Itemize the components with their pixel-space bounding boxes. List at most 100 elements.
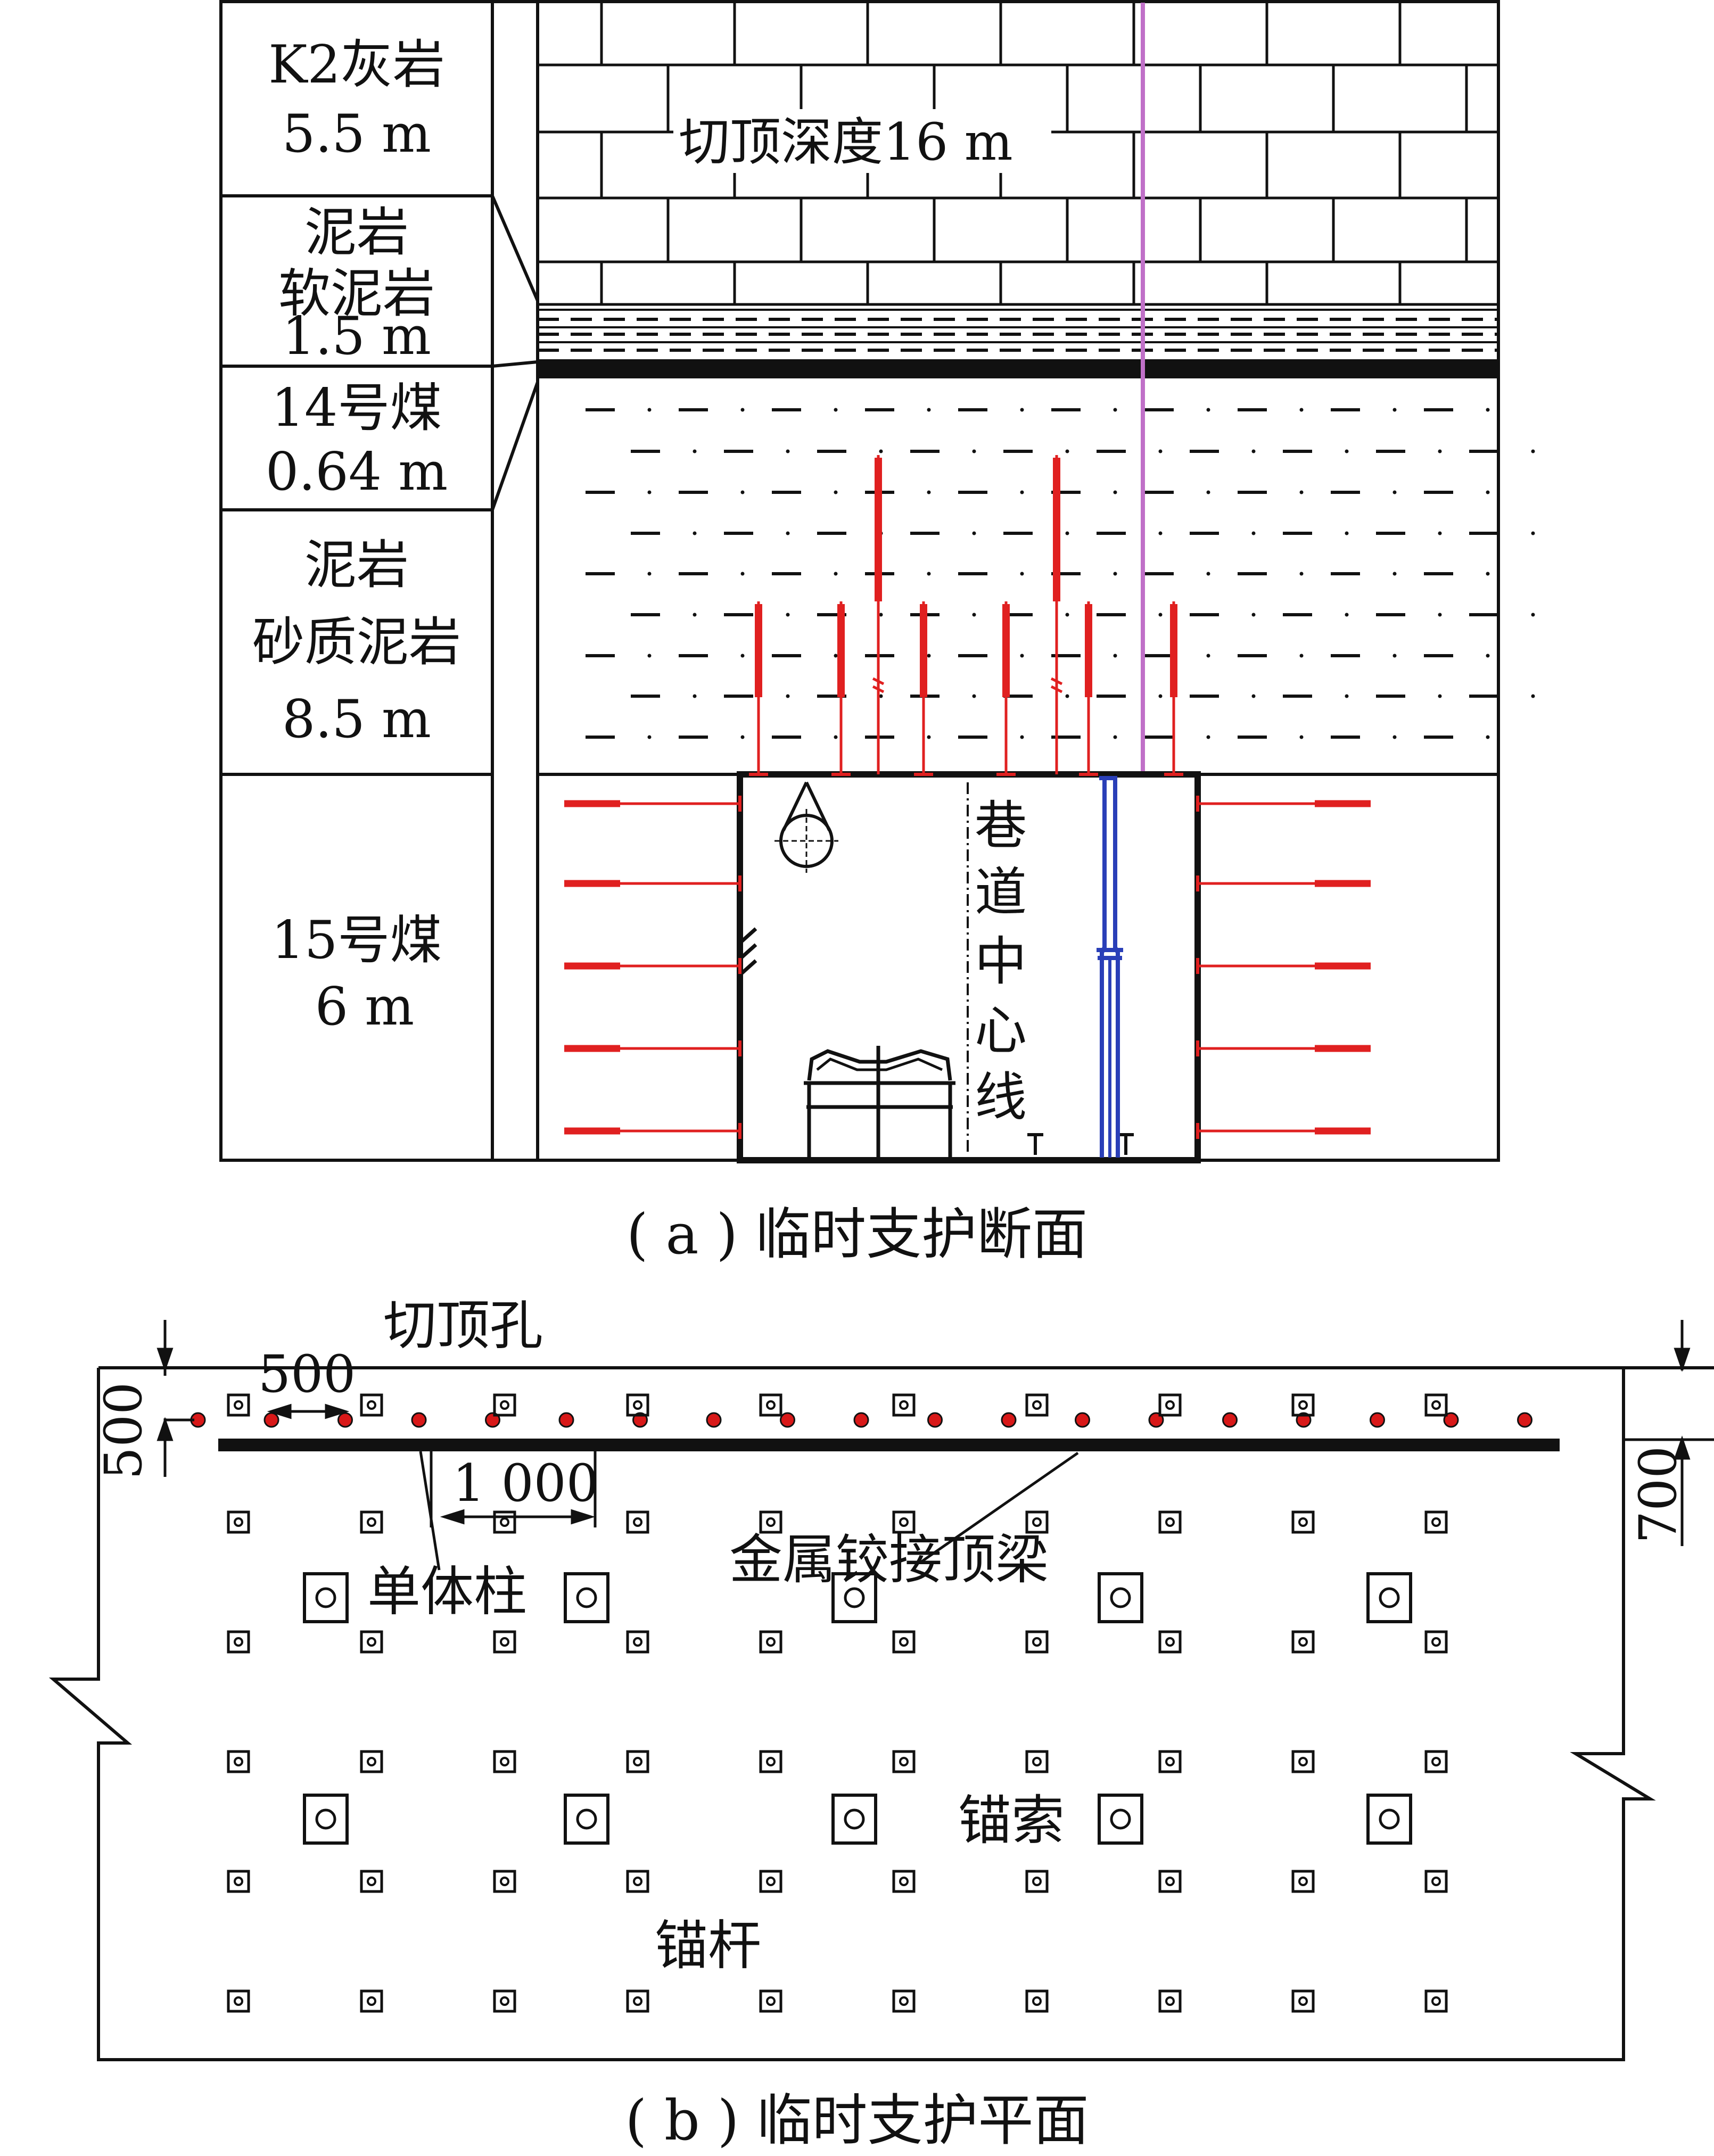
rib-bolt-left-2 — [564, 875, 741, 891]
svg-text:巷: 巷 — [975, 796, 1027, 856]
bolt-top-8 — [1291, 1393, 1315, 1417]
bolt-label: 锚杆 — [655, 1914, 761, 1977]
roof-bolt-1 — [749, 601, 768, 776]
plan-caption: ( b ) 临时支护平面 — [625, 2088, 1089, 2153]
section-view: K2灰岩 5.5 m 泥岩 软泥岩 1.5 m 14号煤 0.64 m 泥岩 砂… — [219, 0, 1535, 1267]
bolt-top-6 — [1025, 1393, 1049, 1417]
rib-bolt-right-5 — [1196, 1123, 1371, 1139]
roof-bolt-2 — [831, 601, 851, 776]
bolt-r0-c2 — [493, 1510, 516, 1534]
bolt-r3-c1 — [360, 1870, 383, 1893]
bolt-r0-c9 — [1424, 1510, 1448, 1534]
vent-duct-icon — [774, 781, 838, 873]
rib-bolt-right-3 — [1196, 958, 1371, 974]
cable-r1-c1 — [564, 1794, 609, 1845]
cut-hole-16 — [1370, 1412, 1385, 1428]
stratum-5-name: 15号煤 — [271, 910, 442, 971]
bolt-r0-c0 — [227, 1510, 250, 1534]
cable-label: 锚索 — [958, 1789, 1065, 1852]
cut-hole-18 — [1517, 1412, 1532, 1428]
stratum-1-thickness: 5.5 m — [282, 104, 431, 164]
stratum-4-name: 泥岩 — [304, 535, 409, 596]
bolt-top-4 — [759, 1393, 782, 1417]
stratum-5-thickness: 6 m — [315, 977, 414, 1037]
bolt-r4-c7 — [1158, 1989, 1182, 2013]
bolt-r2-c1 — [360, 1750, 383, 1773]
rib-bolt-left-3 — [564, 958, 741, 974]
bolt-r0-c8 — [1291, 1510, 1315, 1534]
bolt-r3-c6 — [1025, 1870, 1049, 1893]
rail-icon — [1027, 1133, 1134, 1155]
prop-label: 单体柱 — [367, 1560, 527, 1623]
cable-r1-c0 — [303, 1794, 349, 1845]
bolt-r1-c8 — [1291, 1630, 1315, 1654]
centerline-label: 巷 道 中 心 线 — [975, 796, 1027, 1128]
conveyor-icon — [804, 1046, 955, 1158]
roof-bolt-5 — [1079, 601, 1098, 776]
anchor-bolts — [227, 1393, 1448, 2013]
bolt-r3-c2 — [493, 1870, 516, 1893]
soft-mudstone-layer — [538, 303, 1498, 352]
bolt-r3-c0 — [227, 1870, 250, 1893]
stratum-3-thickness: 0.64 m — [266, 442, 448, 502]
bolt-r4-c0 — [227, 1989, 250, 2013]
bolt-r4-c5 — [892, 1989, 916, 2013]
roof-bolts — [749, 455, 1183, 776]
dim-hole-spacing: 500 — [258, 1344, 356, 1404]
bolt-r0-c5 — [892, 1510, 916, 1534]
rib-bolt-left-4 — [564, 1040, 741, 1056]
roof-bolt-3 — [914, 601, 933, 776]
bolt-r0-c1 — [360, 1510, 383, 1534]
bolt-r1-c2 — [493, 1630, 516, 1654]
bolt-top-7 — [1158, 1393, 1182, 1417]
cut-holes — [190, 1412, 1532, 1428]
bolt-r3-c9 — [1424, 1870, 1448, 1893]
bolt-r1-c5 — [892, 1630, 916, 1654]
bolt-top-2 — [493, 1393, 516, 1417]
bolt-top-5 — [892, 1393, 916, 1417]
bolt-r2-c6 — [1025, 1750, 1049, 1773]
bolt-r2-c5 — [892, 1750, 916, 1773]
svg-text:道: 道 — [975, 862, 1027, 923]
bolt-r2-c7 — [1158, 1750, 1182, 1773]
bolt-r2-c8 — [1291, 1750, 1315, 1773]
bolt-top-3 — [626, 1393, 649, 1417]
stratum-3-name: 14号煤 — [271, 378, 442, 439]
cut-hole-5 — [558, 1412, 574, 1428]
cut-hole-9 — [853, 1412, 869, 1428]
rib-bolt-left-1 — [564, 796, 741, 812]
stratum-2-name: 泥岩 — [304, 202, 409, 263]
bolt-r3-c4 — [759, 1870, 782, 1893]
roof-bolt-4 — [996, 601, 1016, 776]
cut-hole-7 — [706, 1412, 722, 1428]
bolt-r4-c1 — [360, 1989, 383, 2013]
stratum-4-thickness: 8.5 m — [282, 689, 431, 750]
cut-hole-10 — [927, 1412, 943, 1428]
bolt-r2-c4 — [759, 1750, 782, 1773]
dim-beam-offset: 700 — [1628, 1446, 1688, 1543]
rib-bolt-right-2 — [1196, 875, 1371, 891]
stratum-1-name: K2灰岩 — [268, 35, 445, 95]
bolt-r3-c3 — [626, 1870, 649, 1893]
bolt-r3-c7 — [1158, 1870, 1182, 1893]
bolt-r0-c4 — [759, 1510, 782, 1534]
rib-bolt-left-5 — [564, 1123, 741, 1139]
bolt-top-0 — [227, 1393, 250, 1417]
roof-bolt-6 — [1164, 601, 1183, 776]
bolt-r2-c2 — [493, 1750, 516, 1773]
plan-outline — [48, 1366, 1714, 2061]
cut-hole-3 — [411, 1412, 427, 1428]
bolt-r4-c6 — [1025, 1989, 1049, 2013]
roof-cable-2 — [1050, 455, 1063, 774]
metal-hinged-roof-beam — [218, 1439, 1560, 1451]
roof-cable-1 — [872, 455, 885, 774]
section-caption: ( a ) 临时支护断面 — [627, 1202, 1087, 1267]
bolt-r1-c7 — [1158, 1630, 1182, 1654]
rib-bolts — [564, 796, 1371, 1139]
stratum-2-thickness: 1.5 m — [282, 306, 431, 367]
dim-edge-offset: 500 — [94, 1382, 153, 1480]
bolt-r0-c6 — [1025, 1510, 1049, 1534]
cable-r0-c0 — [303, 1572, 349, 1623]
coal-seam-14 — [538, 359, 1498, 378]
